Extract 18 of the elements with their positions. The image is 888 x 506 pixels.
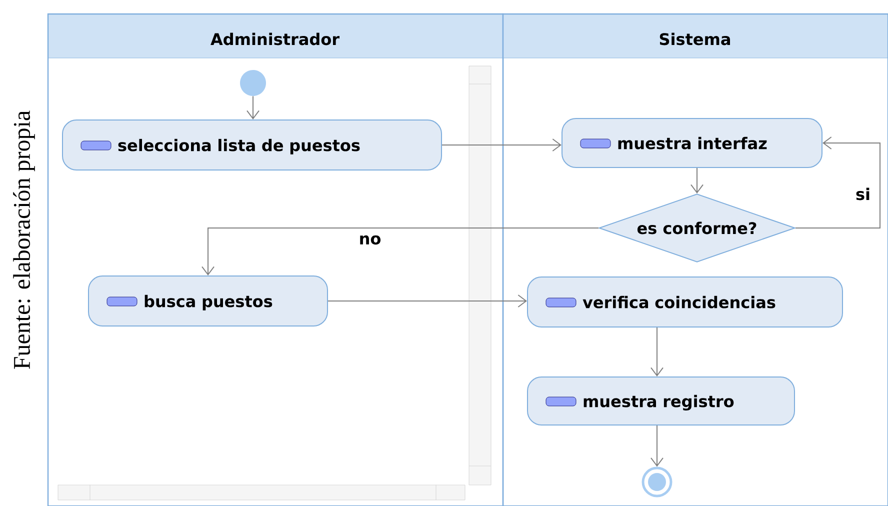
action-box: verifica coincidencias — [527, 276, 843, 328]
arrow — [328, 294, 527, 308]
action-box: muestra interfaz — [562, 118, 822, 168]
arrow — [442, 138, 562, 152]
arrow — [202, 228, 599, 276]
arrow — [690, 168, 704, 194]
arrow — [795, 136, 880, 228]
end-node — [642, 466, 672, 498]
action-box: selecciona lista de puestos — [62, 120, 442, 170]
edge-label: si — [854, 186, 872, 202]
arrow — [650, 327, 664, 376]
action-box: muestra registro — [527, 376, 795, 426]
arrow — [246, 96, 260, 120]
action-box: busca puestos — [88, 276, 328, 326]
start-node — [240, 70, 266, 96]
arrow — [650, 425, 664, 467]
edge-label: no — [358, 234, 382, 246]
caption: Fuente: elaboración propia — [13, 110, 35, 369]
